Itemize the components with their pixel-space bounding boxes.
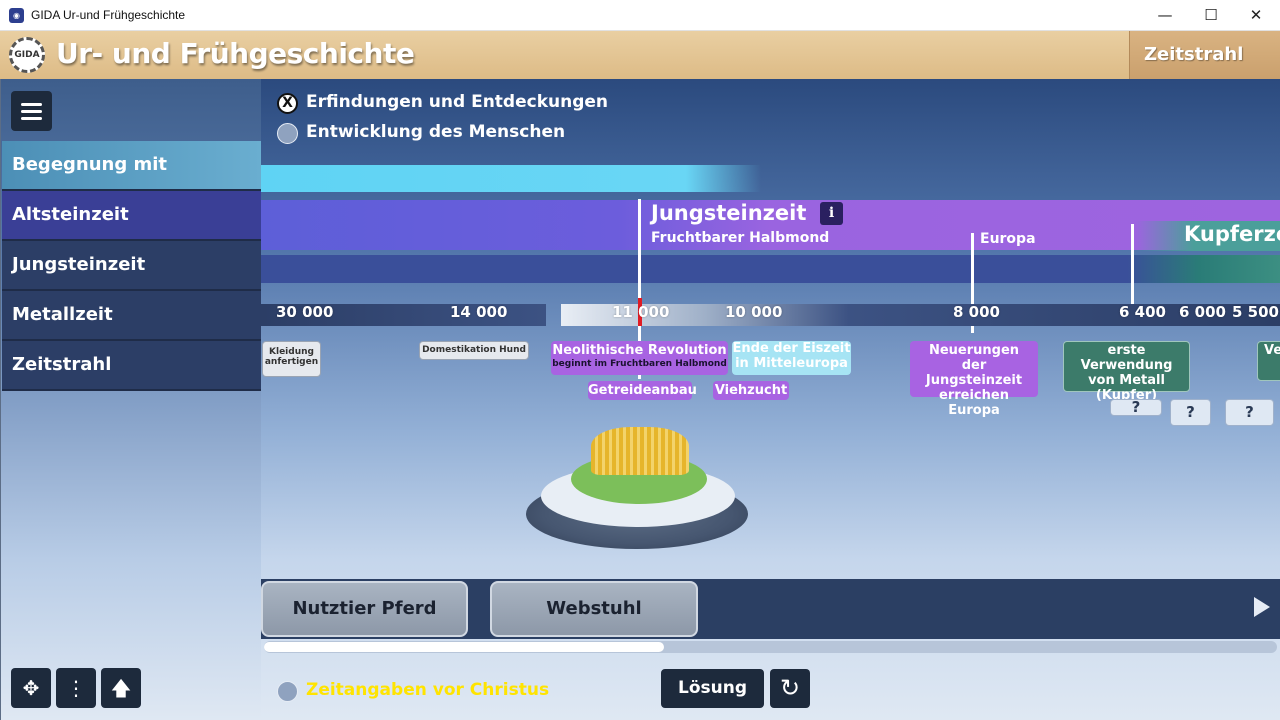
sidebar-item-zeitstrahl[interactable]: Zeitstrahl bbox=[2, 341, 262, 391]
tick-label: 6 000 bbox=[1179, 303, 1226, 321]
timeline-main: X Erfindungen und Entdeckungen Entwicklu… bbox=[261, 79, 1280, 720]
hamburger-icon bbox=[21, 103, 42, 106]
era-title-kupferzeit: Kupferze bbox=[1184, 222, 1280, 246]
gida-logo: GIDA bbox=[9, 37, 45, 73]
event-metall[interactable]: erste Verwendung von Metall (Kupfer) bbox=[1063, 341, 1190, 403]
sidebar: Begegnung mit Geschichte Altsteinzeit Ju… bbox=[0, 79, 262, 720]
era-bar-kupferzeit bbox=[1136, 221, 1280, 251]
era-title-jungsteinzeit: Jungsteinzeit bbox=[651, 201, 807, 225]
tick-label: 11 000 bbox=[612, 303, 670, 321]
event-viehzucht[interactable]: Viehzucht bbox=[713, 381, 789, 400]
event-getreide[interactable]: Getreideanbau bbox=[588, 381, 697, 400]
marker-line bbox=[1131, 224, 1134, 324]
tick-label: 14 000 bbox=[450, 303, 508, 321]
sidebar-item-jungsteinzeit[interactable]: Jungsteinzeit bbox=[2, 241, 262, 291]
event-neolith-sub: beginnt im Fruchtbaren Halbmond bbox=[552, 358, 727, 369]
arrow-right-icon[interactable] bbox=[1254, 597, 1270, 617]
info-icon[interactable]: i bbox=[820, 202, 843, 225]
radio-icon[interactable] bbox=[277, 123, 298, 144]
ruler-segment bbox=[561, 304, 1280, 326]
app-header: GIDA Ur- und Frühgeschichte Zeitstrahl bbox=[0, 31, 1280, 79]
era-bar-jungsteinzeit bbox=[261, 200, 1280, 250]
move-icon[interactable]: ✥ bbox=[11, 668, 51, 708]
tick-label: 30 000 bbox=[276, 303, 334, 321]
more-options-icon[interactable]: ⋮ bbox=[56, 668, 96, 708]
event-kleidung[interactable]: Kleidung anfertigen bbox=[262, 341, 321, 377]
event-neuerungen[interactable]: Neuerungen der Jungsteinzeit erreichen E… bbox=[910, 341, 1038, 418]
card-nutztier-pferd[interactable]: Nutztier Pferd bbox=[261, 581, 468, 637]
menu-button[interactable] bbox=[11, 91, 52, 131]
region-europa: Europa bbox=[980, 231, 1036, 247]
event-hund[interactable]: Domestikation Hund bbox=[419, 341, 529, 360]
event-eiszeit[interactable]: Ende der Eiszeit in Mitteleuropa bbox=[732, 341, 851, 375]
loesung-button[interactable]: Lösung bbox=[661, 669, 764, 708]
tick-label: 8 000 bbox=[953, 303, 1000, 321]
sidebar-item-begegnung[interactable]: Begegnung mit Geschichte bbox=[2, 141, 262, 223]
region-fruchtbarer-halbmond: Fruchtbarer Halbmond bbox=[651, 230, 830, 246]
marker-line bbox=[971, 233, 974, 333]
hamburger-icon-bar bbox=[21, 117, 42, 120]
marker-line bbox=[638, 199, 641, 379]
ruler-segment bbox=[261, 304, 546, 326]
unknown-event-icon[interactable]: ? bbox=[1170, 399, 1211, 426]
event-neolith-title: Neolithische Revolution bbox=[552, 343, 727, 358]
hamburger-icon-bar bbox=[21, 110, 42, 113]
option-erfindungen-label: Erfindungen und Entdeckungen bbox=[306, 92, 609, 112]
wheat-field-icon[interactable] bbox=[591, 427, 689, 475]
tick-label: 5 500 bbox=[1232, 303, 1279, 321]
unknown-event-icon[interactable]: ? bbox=[1225, 399, 1274, 426]
unknown-event-icon[interactable]: ? bbox=[1110, 399, 1162, 416]
era-bar-cyan bbox=[261, 165, 761, 192]
app-icon: ◉ bbox=[9, 8, 24, 23]
tick-label: 10 000 bbox=[725, 303, 783, 321]
card-webstuhl[interactable]: Webstuhl bbox=[490, 581, 698, 637]
event-partial[interactable]: Ve v bbox=[1257, 341, 1280, 381]
section-title: Zeitstrahl bbox=[1129, 31, 1280, 79]
tick-label: 6 400 bbox=[1119, 303, 1166, 321]
option-entwicklung-label: Entwicklung des Menschen bbox=[306, 122, 566, 142]
window-titlebar: ◉ GIDA Ur-und Frühgeschichte — ☐ ✕ bbox=[0, 0, 1280, 31]
event-neolith[interactable]: Neolithische Revolution beginnt im Fruch… bbox=[551, 341, 728, 375]
card-carousel: Nutztier Pferd Webstuhl bbox=[261, 579, 1280, 639]
scrollbar-thumb[interactable] bbox=[264, 642, 664, 652]
arrow-up-icon[interactable]: 🡅 bbox=[101, 668, 141, 708]
radio-selected-icon[interactable]: X bbox=[277, 93, 298, 114]
window-title: GIDA Ur-und Frühgeschichte bbox=[31, 8, 186, 22]
minimize-icon[interactable]: — bbox=[1157, 6, 1173, 24]
era-bar-dark bbox=[261, 255, 1280, 283]
current-position-marker bbox=[638, 298, 642, 326]
option-zeitangaben-label: Zeitangaben vor Christus bbox=[306, 680, 550, 700]
maximize-icon[interactable]: ☐ bbox=[1204, 6, 1218, 24]
reset-icon[interactable]: ↻ bbox=[770, 669, 810, 708]
close-icon[interactable]: ✕ bbox=[1249, 6, 1263, 24]
sidebar-item-metallzeit[interactable]: Metallzeit bbox=[2, 291, 262, 341]
app-title: Ur- und Frühgeschichte bbox=[56, 37, 415, 70]
sidebar-item-altsteinzeit[interactable]: Altsteinzeit bbox=[2, 191, 262, 241]
radio-icon[interactable] bbox=[277, 681, 298, 702]
